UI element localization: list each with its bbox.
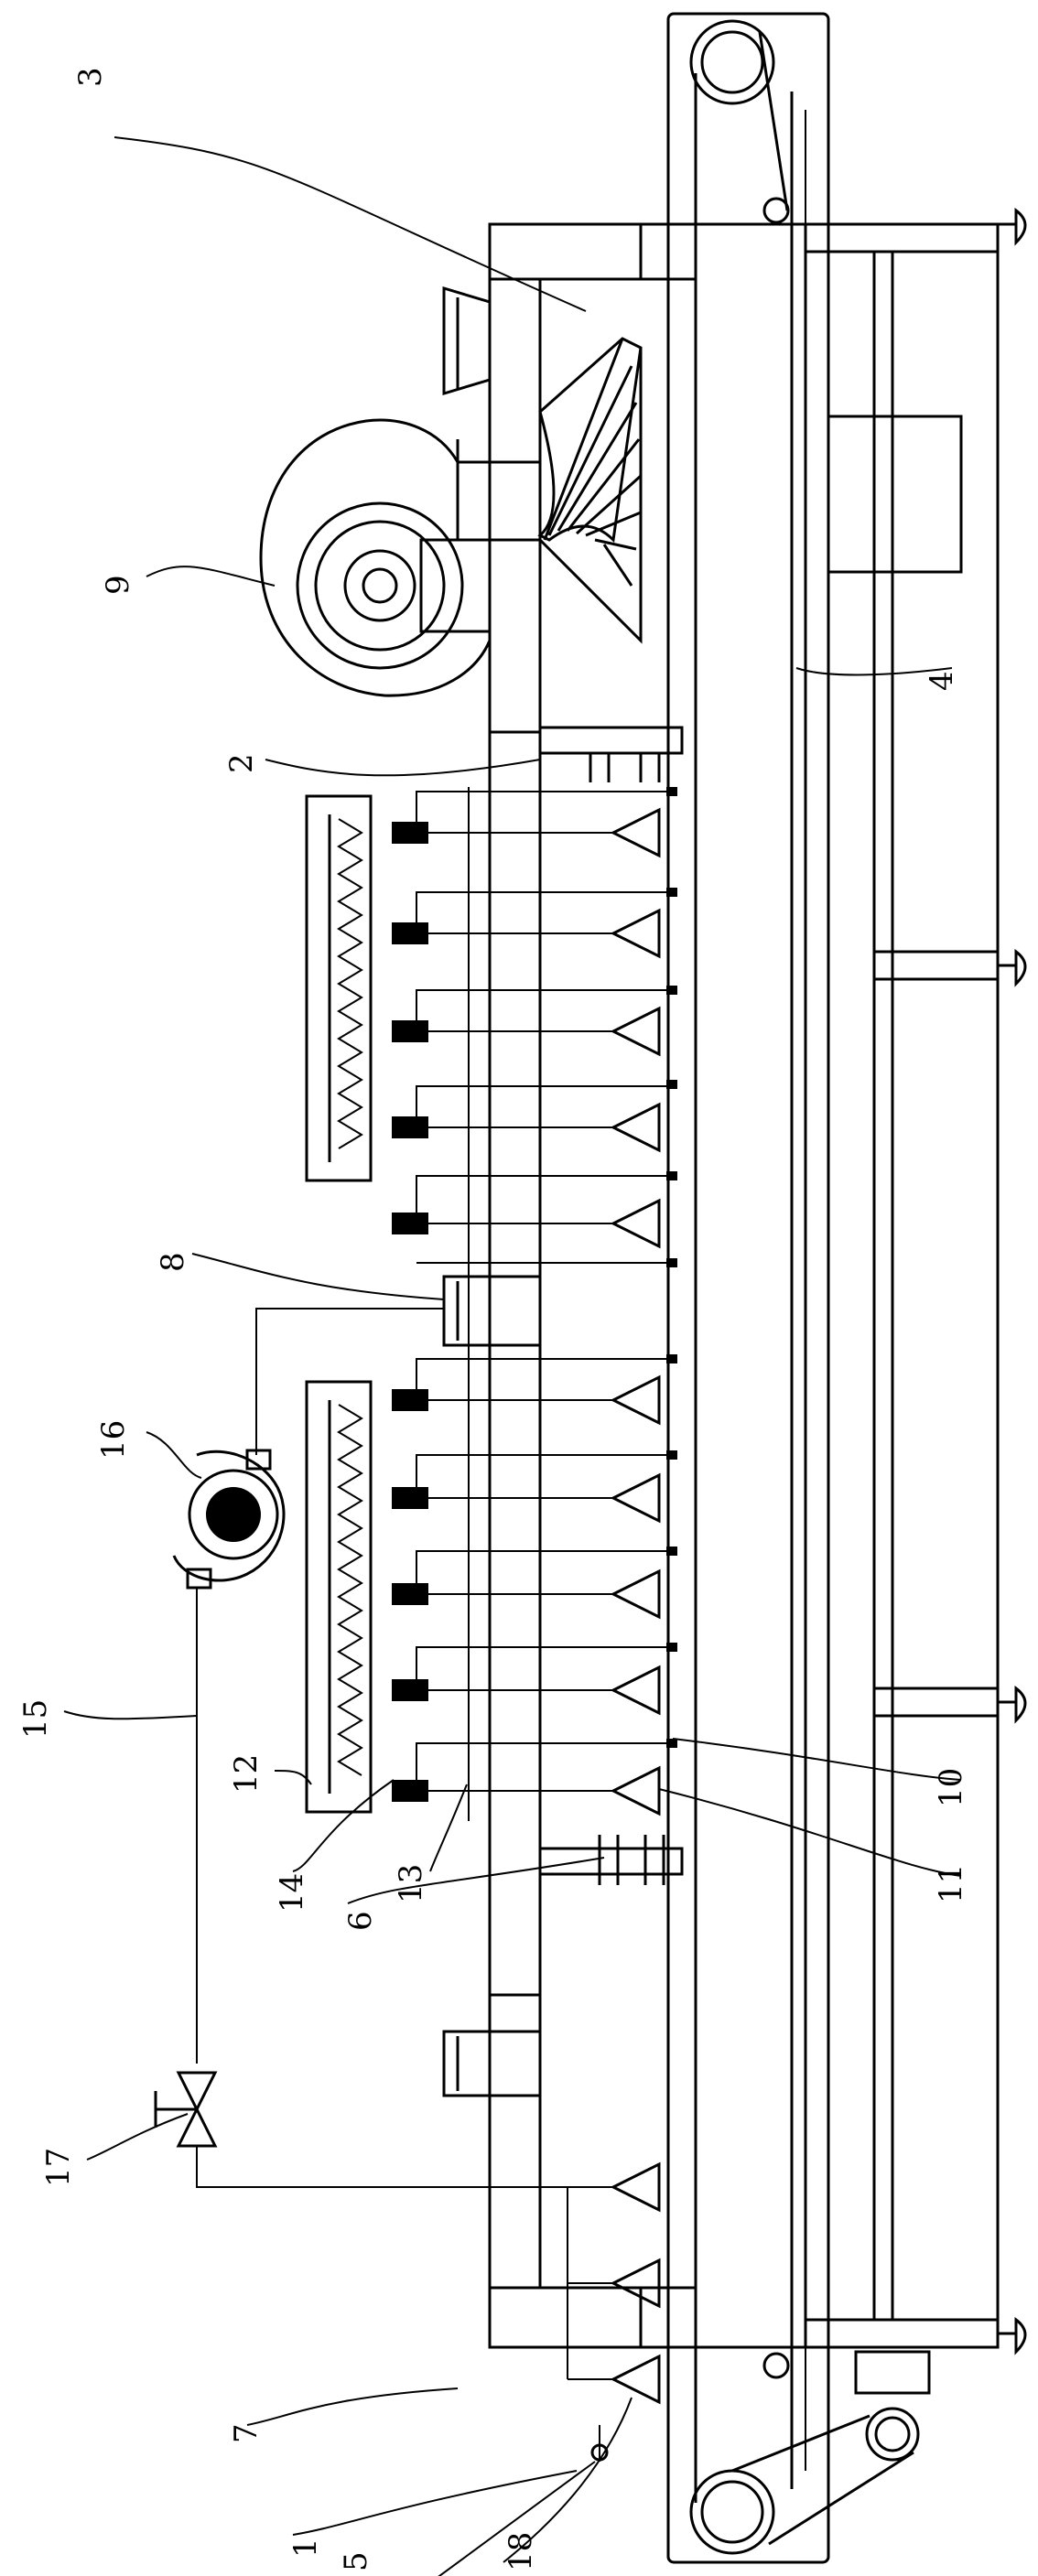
label-10: 10: [933, 1768, 969, 1807]
label-16: 16: [95, 1420, 132, 1460]
support-stand: [806, 210, 1025, 2352]
quench-nozzles-18: [568, 2164, 659, 2402]
top-drum: [691, 21, 787, 210]
partition-6: [540, 1835, 682, 1885]
heater-12-lower: [307, 1382, 371, 1812]
roller-bottom: [764, 2354, 788, 2377]
label-8: 8: [155, 1252, 191, 1272]
label-2: 2: [223, 753, 260, 773]
outlet-7: [444, 2032, 540, 2096]
label-7: 7: [228, 2423, 265, 2443]
reference-labels: 3 4 9 2 8 16 15 12 14 13 6 10 11 17 7 1 …: [17, 67, 969, 2571]
valve-17: [156, 2073, 613, 2187]
roller-top: [764, 199, 788, 222]
connectors-14: [392, 822, 428, 1802]
heater-12-upper: [307, 796, 371, 1180]
label-15: 15: [17, 1699, 54, 1739]
exhaust-hood-3: [444, 288, 641, 641]
label-18: 18: [503, 2532, 539, 2571]
bottom-drum: [691, 2471, 773, 2553]
label-4: 4: [924, 671, 960, 691]
label-6: 6: [342, 1911, 379, 1931]
label-17: 17: [40, 2148, 77, 2187]
label-11: 11: [933, 1864, 969, 1903]
leader-lines: [64, 137, 961, 2576]
spray-heads-11: [613, 810, 659, 1814]
chamber-box: [490, 279, 696, 2288]
fan-9: [261, 420, 540, 695]
label-14: 14: [274, 1873, 310, 1913]
sensor-5: [592, 2425, 607, 2462]
label-12: 12: [228, 1754, 265, 1794]
label-13: 13: [393, 1864, 429, 1903]
inlet-8: [256, 1277, 540, 1455]
label-9: 9: [100, 575, 136, 595]
partition-2: [540, 728, 682, 782]
label-5: 5: [338, 2551, 374, 2571]
label-1: 1: [287, 2538, 324, 2558]
label-3: 3: [72, 67, 109, 87]
